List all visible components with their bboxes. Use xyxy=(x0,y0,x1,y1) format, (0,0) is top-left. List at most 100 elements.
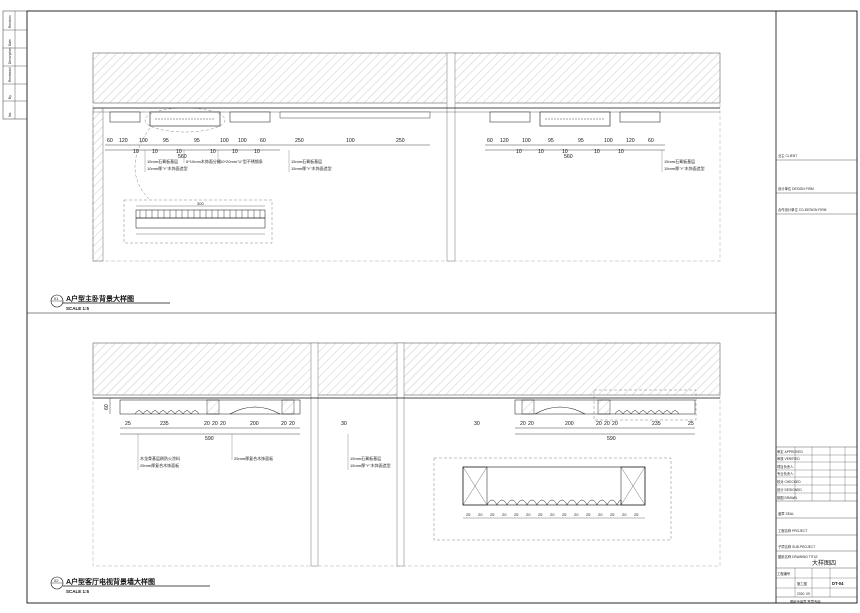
tb-footer: 图纸专用章 签章专用 xyxy=(790,599,821,604)
tb-sub-project: 子项名称 SUB-PROJECT xyxy=(778,544,815,549)
strip-cell-description: Description xyxy=(8,47,12,64)
dim-right-4: 10 xyxy=(538,149,544,155)
dim-right-12: 60 xyxy=(648,138,654,144)
dim-left-13: 60 xyxy=(260,138,266,144)
tb-drawing-title-label: 图纸名称 DRAWING TITLE xyxy=(778,554,819,559)
d2-center-0: 30 xyxy=(341,421,347,427)
tb-info-1: 审核 VERIFIED xyxy=(777,456,800,461)
dd-6: 25 xyxy=(538,512,543,517)
dd-7: 20 xyxy=(550,512,555,517)
d2-right-6: 235 xyxy=(652,421,661,427)
dd-4: 25 xyxy=(514,512,519,517)
d2-left-1: 235 xyxy=(160,421,169,427)
dim-left-11: 100 xyxy=(238,138,247,144)
dim-right-3: 100 xyxy=(522,138,531,144)
dim-right-7: 95 xyxy=(578,138,584,144)
dd-0: 25 xyxy=(466,512,471,517)
dim-right-2: 10 xyxy=(516,149,522,155)
tb-drawing-name: 大样图四 xyxy=(812,559,836,567)
detail-box-01 xyxy=(123,199,273,244)
drawing-number-02: 02 xyxy=(54,578,59,583)
tb-consultant: 合作设计单位 CO-DESIGN FIRM xyxy=(778,207,827,212)
dd-3: 20 xyxy=(502,512,507,517)
ceiling-slab xyxy=(92,52,721,104)
note-left-1: 10mm厚"Y"木饰面造型 xyxy=(147,165,188,171)
dd-8: 25 xyxy=(562,512,567,517)
dd-11: 20 xyxy=(598,512,603,517)
drawing-number-01: 01 xyxy=(54,296,59,301)
dim-right-9: 100 xyxy=(604,138,613,144)
dd-12: 25 xyxy=(610,512,615,517)
tb-seal: 盖章 SEAL xyxy=(778,511,794,516)
strip-cell-revision: Revision xyxy=(8,15,12,28)
d2-total-right: 590 xyxy=(607,436,616,442)
d2-right-5: 20 xyxy=(612,421,618,427)
tb-info-3: 专业负责人 xyxy=(777,471,794,476)
d2-note-left-0: 木龙骨基层刷防火涂料 xyxy=(140,455,180,461)
dd-9: 20 xyxy=(574,512,579,517)
d2-right-4: 20 xyxy=(604,421,610,427)
d2-left-4: 20 xyxy=(220,421,226,427)
tb-date: 2020. 09 xyxy=(797,592,810,596)
dim-mid-1: 100 xyxy=(346,138,355,144)
strip-cell-reviewed: Reviewed xyxy=(8,67,12,82)
dim-right-0: 60 xyxy=(487,138,493,144)
dim-left-10: 10 xyxy=(232,149,238,155)
drawing-title-01: A户型主卧背景大样图 xyxy=(66,294,134,303)
tb-info-0: 审定 APPROVED xyxy=(777,449,803,454)
d2-total-left: 590 xyxy=(205,436,214,442)
drawing-01: 60 120 10 100 10 95 10 95 10 100 10 100 … xyxy=(50,52,721,311)
dim-left-1: 120 xyxy=(119,138,128,144)
d2-left-3: 20 xyxy=(212,421,218,427)
dim-left-8: 10 xyxy=(210,149,216,155)
d2-note-left-1: 25mm厚复合木饰面板 xyxy=(140,462,179,468)
tb-info-6: 制图 DRAWN xyxy=(777,495,797,500)
tb-info-4: 校对 CHECKED xyxy=(777,479,801,484)
tb-project: 工程名称 PROJECT xyxy=(778,528,808,533)
dim-left-6: 10 xyxy=(176,149,182,155)
strip-cell-date: Date xyxy=(8,39,12,46)
dd-2: 25 xyxy=(490,512,495,517)
strip-cell-by: By xyxy=(8,95,12,99)
dim-right-10: 10 xyxy=(618,149,624,155)
dim-left-5: 95 xyxy=(163,138,169,144)
dim-right-8: 10 xyxy=(594,149,600,155)
d2-note-center-0: 15mm石膏板基层 xyxy=(350,455,381,461)
dim-side-60: 60 xyxy=(104,404,110,410)
d2-left-6: 20 xyxy=(281,421,287,427)
note-left-3: 10*20mm"U"型不锈钢条 xyxy=(220,158,263,164)
sheet-border xyxy=(26,10,858,604)
drawing-scale-02: SCALE 1:5 xyxy=(66,589,90,594)
d2-left-0: 25 xyxy=(125,421,131,427)
detail-box-02 xyxy=(433,457,672,541)
note-mid-0: 15mm石膏板基层 xyxy=(291,158,322,164)
tb-client: 业主 CLIENT xyxy=(778,153,797,158)
dim-right-6: 10 xyxy=(562,149,568,155)
dd-14: 25 xyxy=(634,512,639,517)
detail-width: 300 xyxy=(197,201,204,206)
dim-left-3: 100 xyxy=(139,138,148,144)
drawing-02: 60 25 235 20 20 20 200 20 20 590 20 20 2… xyxy=(50,342,721,594)
dim-left-7: 95 xyxy=(194,138,200,144)
tb-job-no-label: 工程编号 xyxy=(777,571,791,576)
ceiling-slab-2 xyxy=(92,342,721,396)
drawing-title-02: A户型客厅电视背景墙大样图 xyxy=(66,577,155,586)
drawing-scale-01: SCALE 1:5 xyxy=(66,306,90,311)
note-mid-1: 15mm厚"Y"木饰面造型 xyxy=(291,165,332,171)
d2-note-center-1: 15mm厚"Y"木饰面造型 xyxy=(350,462,391,468)
revision-strip: Revision Date Description Reviewed By No… xyxy=(2,10,28,120)
dim-left-4: 10 xyxy=(152,149,158,155)
d2-right-2: 200 xyxy=(565,421,574,427)
strip-cell-no: No. xyxy=(8,112,12,117)
d2-right-1: 20 xyxy=(528,421,534,427)
dim-left-9: 100 xyxy=(220,138,229,144)
dd-5: 20 xyxy=(526,512,531,517)
dd-13: 20 xyxy=(622,512,627,517)
dim-left-2: 10 xyxy=(133,149,139,155)
dim-mid-2: 250 xyxy=(396,138,405,144)
d2-note-mid-0: 25mm厚复合木饰面板 xyxy=(234,455,273,461)
dd-10: 25 xyxy=(586,512,591,517)
note-right-0: 15mm石膏板基层 xyxy=(664,158,695,164)
d2-left-7: 20 xyxy=(289,421,295,427)
